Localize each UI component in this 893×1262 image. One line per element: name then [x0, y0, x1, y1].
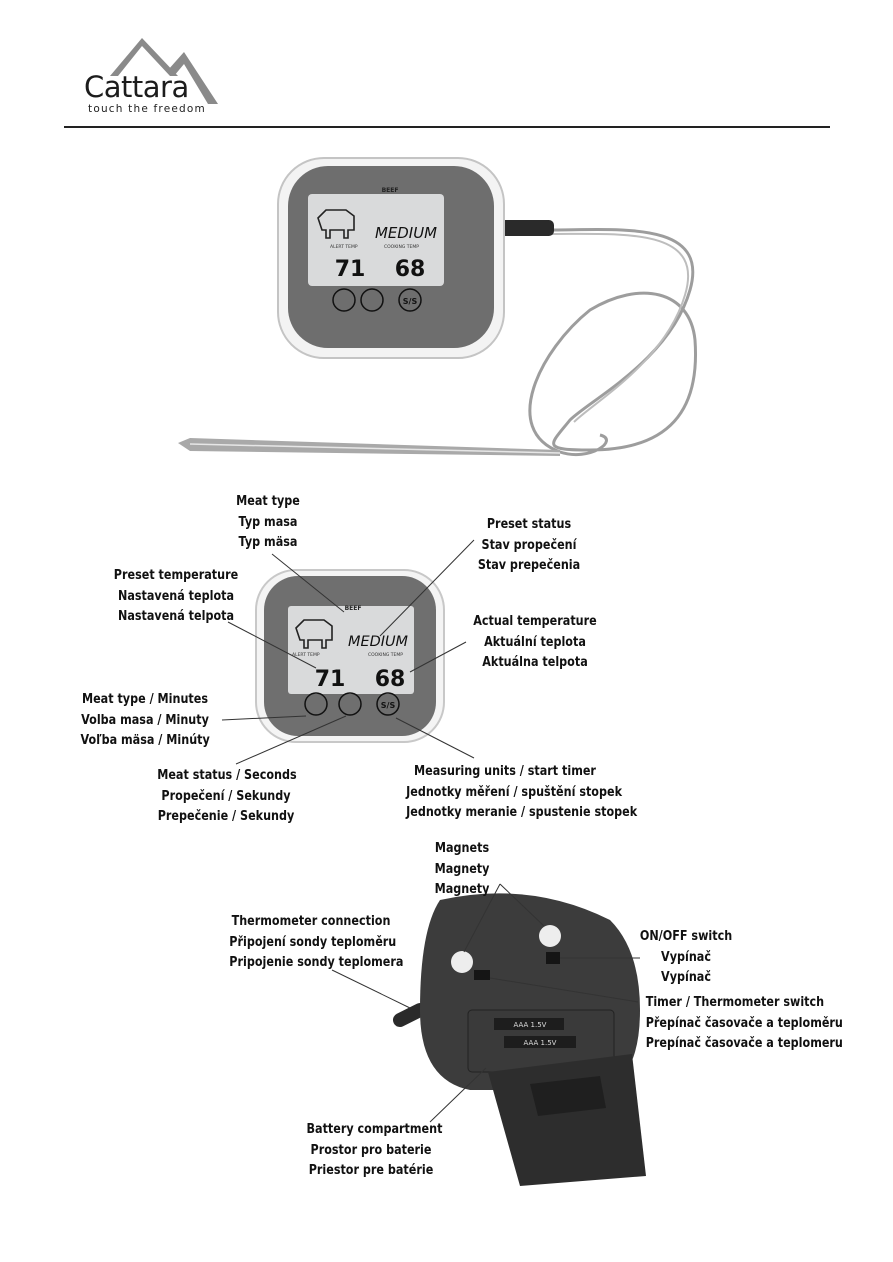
panel-alert-label: ALERT TEMP: [292, 652, 320, 658]
panel-doneness-text: MEDIUM: [348, 634, 408, 650]
battery-marking-1: AAA 1.5V: [514, 1021, 547, 1029]
front-panel-diagram: BEEF MEDIUM ALERT TEMP COOKING TEMP 71 6…: [221, 539, 475, 765]
lcd-preset-temp: 71: [335, 257, 366, 282]
brand-tagline: touch the freedom: [88, 103, 206, 115]
thermometer-photo: BEEF MEDIUM ALERT TEMP COOKING TEMP 71 6…: [178, 157, 698, 457]
panel-meat-label: BEEF: [345, 605, 362, 612]
lcd-meat-label: BEEF: [382, 187, 399, 194]
lcd-doneness-text: MEDIUM: [375, 224, 437, 242]
brand-mountain-logo: [110, 38, 218, 104]
panel-cooking-label: COOKING TEMP: [368, 652, 403, 658]
panel-actual-temp: 68: [375, 667, 406, 692]
lcd-actual-temp: 68: [395, 257, 426, 282]
lcd-cooking-label: COOKING TEMP: [384, 244, 419, 250]
brand-name: Cattara: [84, 70, 189, 104]
header-divider: [64, 126, 830, 128]
panel-button-ss: S/S: [381, 701, 396, 710]
button-mm-label: S/S: [403, 297, 418, 306]
back-side-diagram: AAA 1.5V AAA 1.5V: [331, 883, 646, 1186]
lcd-alert-label: ALERT TEMP: [330, 244, 358, 250]
battery-marking-2: AAA 1.5V: [524, 1039, 557, 1047]
panel-preset-temp: 71: [315, 667, 346, 692]
